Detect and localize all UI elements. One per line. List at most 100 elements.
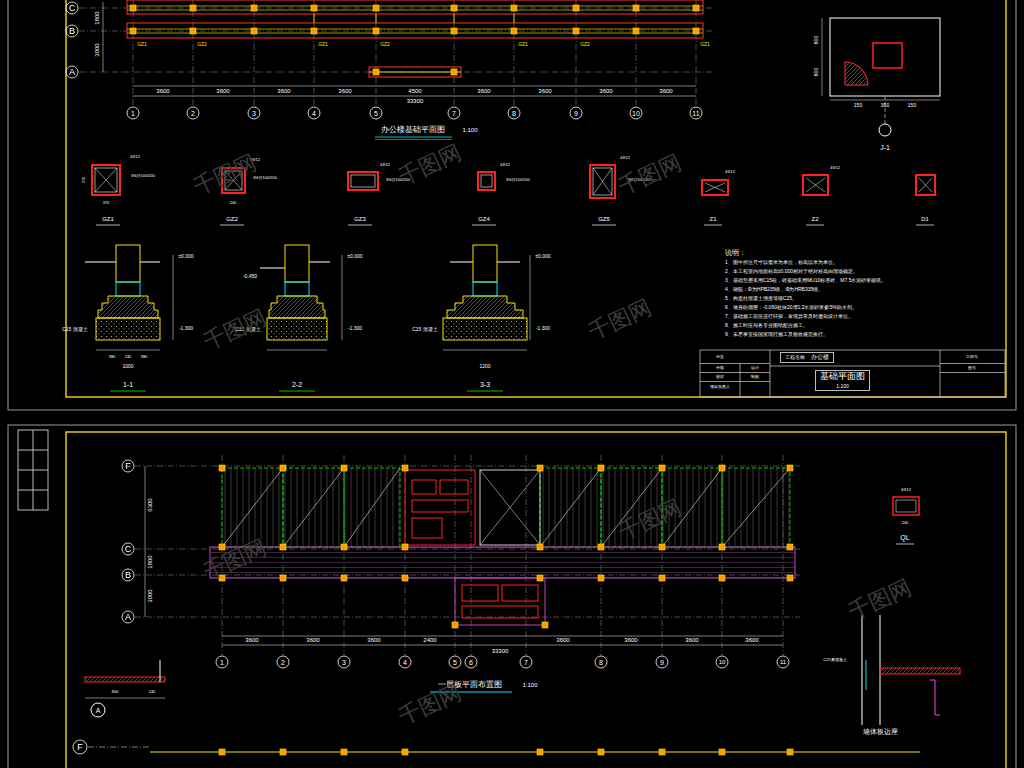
drawing-label: 3600: [624, 637, 637, 643]
drawing-label: GZ2: [226, 216, 238, 222]
drawing-label: 380: [109, 355, 116, 359]
columns-floor: [537, 465, 543, 471]
drawing-label: 墙体板边座: [863, 728, 898, 735]
column-sections: [702, 180, 728, 195]
floor-axis-bubbles: [716, 656, 728, 668]
floor-slabs: [540, 468, 601, 547]
footing-detail-j1: [822, 18, 823, 96]
wall-section-2-2: [342, 255, 343, 340]
foundation-strips: [454, 14, 455, 23]
foundation-strips: [127, 33, 703, 34]
drawing-label: 2-2: [292, 381, 302, 388]
columns-floor: [402, 465, 408, 471]
drawing-label: 3: [342, 659, 346, 666]
drawing-label: C15 混凝土: [412, 327, 438, 332]
drawing-label: GZ3: [354, 216, 366, 222]
columns-plan: [311, 28, 317, 34]
title-block: [700, 363, 770, 364]
column-sections: [704, 225, 722, 226]
foundation-strips: [127, 10, 703, 11]
columns-floor: [787, 575, 793, 581]
drawing-label: 800: [112, 690, 119, 694]
columns-floor: [452, 622, 458, 628]
column-sections: [351, 175, 375, 187]
foundation-plan-grid: [376, 0, 377, 106]
column-sections: [92, 165, 120, 195]
column-sections: [916, 175, 935, 195]
columns-plan: [693, 5, 699, 11]
upper-floor-plan-start: [341, 749, 347, 755]
floor-axis-bubbles: [277, 656, 289, 668]
drawing-label: GZ2: [197, 42, 207, 47]
axis-bubbles: [448, 107, 460, 119]
drawing-label: 240: [902, 521, 909, 525]
foundation-plan-grid: [79, 31, 712, 32]
floor-slabs: [480, 470, 540, 545]
axis-bubbles: [375, 139, 452, 140]
columns-floor: [659, 575, 665, 581]
axis-bubbles: [66, 66, 78, 78]
drawing-label: 3: [252, 110, 256, 117]
sheet-frames: [18, 430, 48, 510]
drawing-label: B: [125, 571, 131, 580]
floor-axis-bubbles: [449, 656, 461, 668]
drawing-label: C: [69, 4, 76, 13]
drawing-label: D1: [921, 216, 929, 222]
columns-floor: [341, 544, 347, 550]
drawing-label: C25素混凝土: [823, 658, 846, 662]
wall-section-3-3: [467, 391, 503, 392]
foundation-strips: [514, 14, 515, 23]
column-sections: [803, 175, 828, 195]
foundation-plan-grid: [514, 0, 515, 106]
drawing-label: 3600: [338, 88, 351, 94]
drawing-label: 工程号: [966, 355, 978, 359]
drawing-label: A: [125, 613, 131, 622]
column-sections: [481, 175, 492, 187]
axis-bubbles: [508, 107, 520, 119]
upper-floor-plan-start: [537, 749, 543, 755]
drawing-label: 3600: [156, 88, 169, 94]
drawing-label: GZ1: [318, 42, 328, 47]
drawing-label: 240: [149, 690, 156, 694]
floor-axis-bubbles: [216, 656, 228, 668]
drawing-label: 11: [692, 110, 699, 117]
column-sections: [705, 183, 725, 192]
title-block-text: 办公楼: [811, 354, 829, 361]
drawing-label: 审核: [716, 366, 724, 370]
columns-floor: [537, 575, 543, 581]
columns-floor: [598, 465, 604, 471]
watermark: 千图网: [585, 296, 654, 344]
wall-section-1-1: [110, 391, 146, 392]
slab-edge-detail: [862, 615, 960, 725]
drawing-label: 5、构造柱混凝土强度等级C25。: [725, 296, 797, 301]
upper-floor-plan-start: [787, 749, 793, 755]
drawing-label: 7: [452, 110, 456, 117]
title-block: [700, 372, 770, 373]
column-sections: [96, 225, 120, 226]
columns-plan: [511, 5, 517, 11]
foundation-plan-grid: [133, 0, 134, 106]
drawing-label: 1200: [479, 364, 490, 369]
columns-plan: [373, 69, 379, 75]
drawing-label: 1: [131, 110, 135, 117]
wall-section-2-2: [269, 296, 325, 318]
column-sections: [96, 225, 934, 226]
drawing-label: 600: [814, 36, 819, 44]
drawing-label: 4Φ12: [620, 156, 630, 160]
drawing-label: ±0.000: [347, 254, 362, 259]
wall-section-1-1: [96, 350, 160, 351]
floor-slabs: [462, 585, 498, 601]
wall-section-1-1: [173, 255, 174, 340]
floor-slabs: [540, 468, 601, 547]
floor-slabs: [222, 468, 283, 547]
upper-floor-plan-start: [719, 749, 725, 755]
foundation-strips: [127, 29, 703, 30]
drawing-label: 1、图中所注尺寸以毫米为单位，标高以米为单位。: [725, 260, 838, 265]
drawing-label: 4500: [408, 88, 421, 94]
foundation-plan-grid: [254, 0, 255, 106]
floor-axis-bubbles: [73, 740, 87, 754]
drawing-label: A: [96, 707, 101, 714]
title-block: [940, 363, 1005, 364]
axis-bubbles: [66, 2, 78, 14]
column-sections: [348, 172, 378, 190]
